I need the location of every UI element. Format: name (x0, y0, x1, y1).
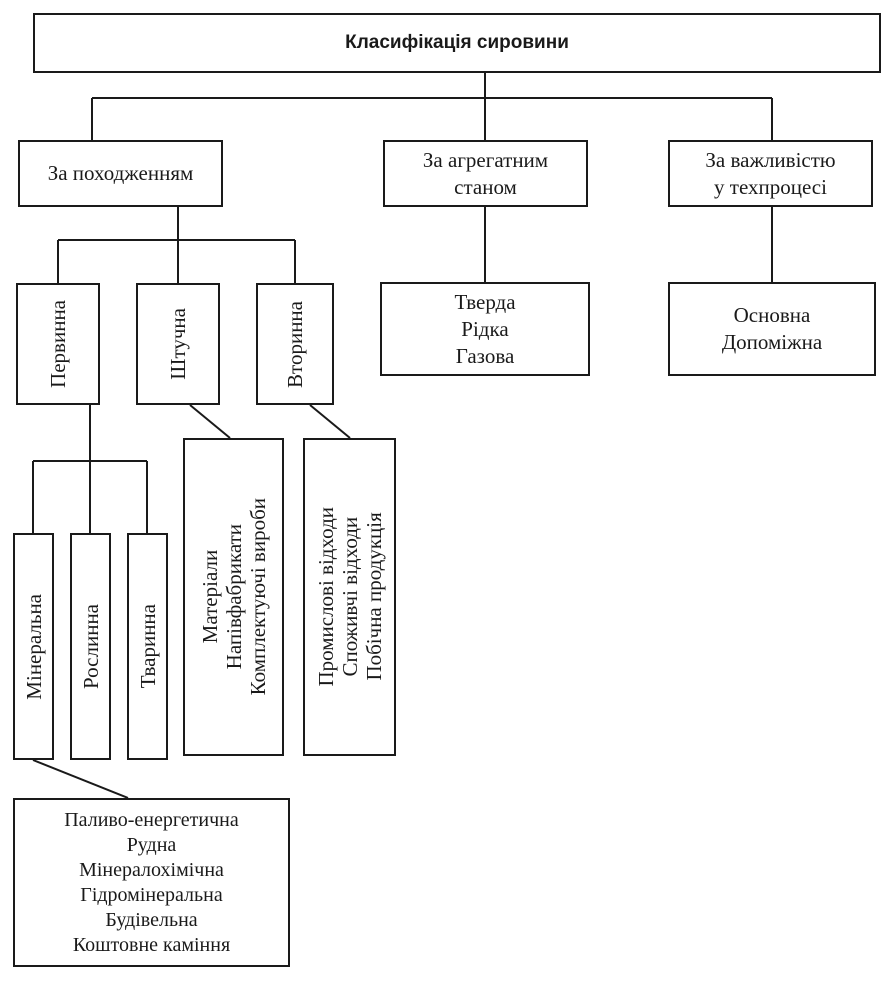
animal-node: Тваринна (127, 533, 168, 760)
importance-criterion-line-2: у техпроцесі (714, 174, 827, 199)
mineral-items-node: Паливо-енергетична Рудна Мінералохімічна… (13, 798, 290, 967)
state-criterion-line-2: станом (454, 174, 517, 199)
origin-criterion-node: За походженням (18, 140, 223, 207)
importance-auxiliary: Допоміжна (721, 330, 823, 354)
artificial-items-node: Матеріали Напівфабрикати Комплектуючі ви… (183, 438, 284, 756)
state-criterion-node: За агрегатним станом (383, 140, 588, 207)
state-criterion-line-1: За агрегатним (422, 147, 549, 172)
secondary-item-consumer-waste: Споживчі відходи (337, 517, 362, 677)
mineral-item-construction: Будівельна (105, 908, 198, 931)
artificial-node: Штучна (136, 283, 220, 405)
mineral-label: Мінеральна (21, 593, 46, 700)
importance-criterion-line-1: За важливістю (705, 147, 836, 172)
artificial-item-semifinished: Напівфабрикати (221, 524, 246, 670)
secondary-label: Вторинна (283, 300, 307, 388)
state-solid: Тверда (454, 289, 516, 314)
importance-main: Основна (733, 303, 811, 327)
primary-label: Первинна (46, 300, 70, 388)
root-title: Класифікація сировини (345, 32, 569, 53)
importance-types-node: Основна Допоміжна (668, 282, 876, 376)
mineral-item-gemstones: Коштовне каміння (72, 933, 231, 956)
primary-node: Первинна (16, 283, 100, 405)
mineral-item-hydromineral: Гідромінеральна (80, 883, 223, 906)
root-node: Класифікація сировини (33, 13, 881, 73)
artificial-item-materials: Матеріали (197, 550, 222, 644)
plant-node: Рослинна (70, 533, 111, 760)
mineral-item-fuel-energy: Паливо-енергетична (64, 808, 239, 831)
state-gas: Газова (455, 343, 515, 368)
artificial-item-components: Комплектуючі вироби (245, 498, 270, 696)
mineral-item-ore: Рудна (126, 833, 177, 856)
artificial-label: Штучна (166, 308, 190, 380)
importance-criterion-node: За важливістю у техпроцесі (668, 140, 873, 207)
origin-criterion-label: За походженням (47, 161, 194, 185)
animal-label: Тваринна (135, 604, 160, 689)
plant-label: Рослинна (78, 603, 103, 689)
secondary-item-industrial-waste: Промислові відходи (313, 507, 338, 687)
secondary-items-node: Промислові відходи Споживчі відходи Побі… (303, 438, 396, 756)
mineral-node: Мінеральна (13, 533, 54, 760)
secondary-item-byproducts: Побічна продукція (361, 512, 386, 682)
mineral-item-mineral-chemical: Мінералохімічна (79, 858, 224, 881)
state-liquid: Рідка (461, 316, 509, 341)
states-node: Тверда Рідка Газова (380, 282, 590, 376)
secondary-node: Вторинна (256, 283, 334, 405)
